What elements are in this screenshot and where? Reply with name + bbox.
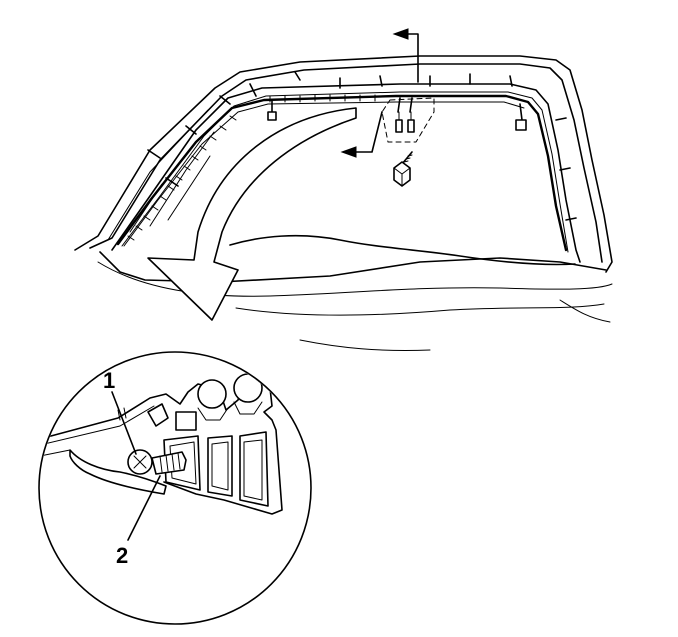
callout-2-leader — [127, 475, 161, 541]
roof-frame — [74, 55, 613, 352]
curved-arrow — [147, 107, 357, 321]
callout-labels: 1 2 — [103, 368, 161, 568]
connector-icon — [395, 119, 403, 133]
wiring-harness — [116, 71, 577, 252]
leader-arrows — [340, 28, 419, 158]
callout-2-label: 2 — [116, 543, 128, 568]
callout-1-leader — [111, 391, 137, 455]
detail-circle — [38, 351, 312, 625]
connector-icon-2 — [407, 119, 415, 133]
detail-callout-box — [381, 97, 435, 143]
bolt-detail-icon — [151, 451, 187, 475]
bolt-icon — [393, 151, 413, 187]
callout-1-label: 1 — [103, 368, 115, 393]
